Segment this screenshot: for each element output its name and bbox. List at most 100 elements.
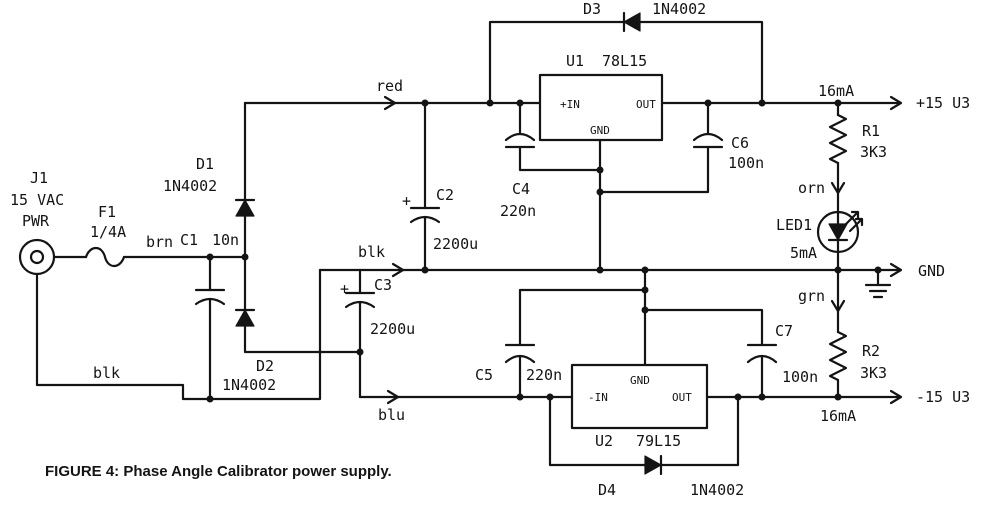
positive-current-label: 16mA — [818, 82, 854, 100]
u1-pin-out-label: OUT — [636, 98, 656, 111]
c2-polarity-label: + — [402, 192, 411, 210]
c2-curved-plate — [409, 215, 441, 224]
r2-ref-label: R2 — [862, 342, 880, 360]
wire-jack-return — [35, 268, 322, 401]
c1-curved-plate — [194, 297, 226, 306]
labels: D3 1N4002 U1 78L15 +IN OUT GND red 16mA … — [10, 0, 970, 499]
d2-triangle — [235, 309, 255, 327]
r2-zigzag — [828, 330, 848, 382]
fuse-f1 — [84, 246, 126, 268]
u2-value-label: 79L15 — [636, 432, 681, 450]
junction-dot — [758, 393, 766, 401]
capacitor-c2 — [409, 206, 441, 224]
wire-label-grn: grn — [798, 287, 825, 305]
junction-dot — [641, 306, 649, 314]
d3-value-label: 1N4002 — [652, 0, 706, 18]
marker-blu-arrow — [386, 389, 400, 405]
d4-value-label: 1N4002 — [690, 481, 744, 499]
wire-label-blk-common: blk — [358, 243, 385, 261]
r1-value-label: 3K3 — [860, 143, 887, 161]
output-negative-arrow — [889, 389, 903, 405]
diode-d4 — [644, 454, 663, 476]
jack-j1 — [18, 238, 56, 276]
resistor-r2 — [828, 330, 848, 382]
led1-triangle — [828, 223, 848, 241]
c6-value-label: 100n — [728, 154, 764, 172]
positive-output-label: +15 U3 — [916, 94, 970, 112]
wire-label-blk-return: blk — [93, 364, 120, 382]
c4-value-label: 220n — [500, 202, 536, 220]
d2-ref-label: D2 — [256, 357, 274, 375]
junction-dot — [206, 395, 214, 403]
junction-dot — [596, 188, 604, 196]
j1-value-label: 15 VAC — [10, 191, 64, 209]
f1-value-label: 1/4A — [90, 223, 126, 241]
junction-dot — [596, 166, 604, 174]
u2-pin-in-label: -IN — [588, 391, 608, 404]
r1-zigzag — [828, 113, 848, 165]
capacitor-c3 — [344, 291, 376, 309]
c6-ref-label: C6 — [731, 134, 749, 152]
wire-label-brn: brn — [146, 233, 173, 251]
c3-ref-label: C3 — [374, 276, 392, 294]
c5-curved-plate — [504, 354, 536, 364]
diode-d3 — [622, 11, 641, 33]
ground-output-label: GND — [918, 262, 945, 280]
negative-current-label: 16mA — [820, 407, 856, 425]
led1-light-arrow — [848, 217, 864, 233]
u1-value-label: 78L15 — [602, 52, 647, 70]
capacitor-c4 — [504, 132, 536, 149]
d1-value-label: 1N4002 — [163, 177, 217, 195]
output-ground-arrow — [889, 262, 903, 278]
junction-dot — [356, 348, 364, 356]
marker-blk-arrow — [391, 262, 405, 278]
junction-dot — [834, 99, 842, 107]
c2-ref-label: C2 — [436, 186, 454, 204]
led1-ref-label: LED1 — [776, 216, 812, 234]
negative-output-label: -15 U3 — [916, 388, 970, 406]
regulator-u1 — [538, 73, 664, 142]
marker-grn-arrow — [830, 299, 846, 313]
junction-dot — [206, 253, 214, 261]
diode-d2 — [234, 308, 256, 327]
led1-body — [816, 210, 860, 254]
u1-pin-gnd-label: GND — [590, 124, 610, 137]
r2-value-label: 3K3 — [860, 364, 887, 382]
junction-dot — [641, 286, 649, 294]
c7-ref-label: C7 — [775, 322, 793, 340]
d4-triangle — [644, 455, 662, 475]
c7-value-label: 100n — [782, 368, 818, 386]
u1-pin-in-label: +IN — [560, 98, 580, 111]
marker-orn-arrow — [830, 181, 846, 195]
regulator-u2 — [570, 363, 709, 430]
f1-ref-label: F1 — [98, 203, 116, 221]
c3-value-label: 2200u — [370, 320, 415, 338]
c2-value-label: 2200u — [433, 235, 478, 253]
junctions — [206, 99, 882, 403]
diode-d1 — [234, 198, 256, 217]
d2-value-label: 1N4002 — [222, 376, 276, 394]
junction-dot — [734, 393, 742, 401]
junction-dot — [704, 99, 712, 107]
u2-pin-out-label: OUT — [672, 391, 692, 404]
c4-ref-label: C4 — [512, 180, 530, 198]
u2-body — [570, 363, 709, 430]
junction-dot — [241, 253, 249, 261]
wires — [35, 20, 902, 467]
wire-markers — [383, 95, 903, 405]
c7-curved-plate — [746, 354, 778, 364]
c1-ref-label: C1 — [180, 231, 198, 249]
j1-name-label: PWR — [22, 212, 50, 230]
junction-dot — [874, 266, 882, 274]
led-led1 — [816, 210, 864, 254]
junction-dot — [421, 99, 429, 107]
d1-ref-label: D1 — [196, 155, 214, 173]
u2-ref-label: U2 — [595, 432, 613, 450]
d1-triangle — [235, 199, 255, 217]
wire-c5 — [518, 288, 647, 399]
c6-curved-plate — [692, 132, 724, 142]
j1-ref-label: J1 — [30, 169, 48, 187]
wire-label-red: red — [376, 77, 403, 95]
jack-inner-pin — [29, 249, 45, 265]
